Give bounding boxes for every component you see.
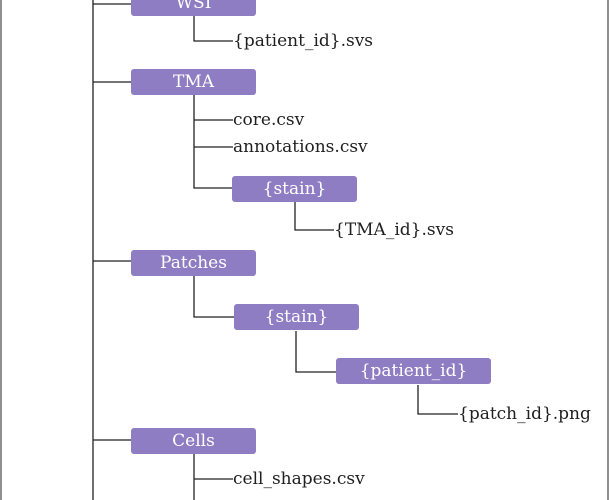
- leaf-wsi-file: {patient_id}.svs: [233, 31, 374, 51]
- node-wsi: WSI: [131, 0, 256, 16]
- node-patches: Patches: [131, 250, 256, 276]
- connector-tma-file: [294, 202, 334, 231]
- node-tma: TMA: [131, 69, 256, 95]
- leaf-core-csv: core.csv: [233, 110, 305, 130]
- leaf-patch-file: {patch_id}.png: [458, 404, 591, 424]
- leaf-tma-file: {TMA_id}.svs: [334, 220, 454, 240]
- node-tma-stain: {stain}: [232, 176, 357, 202]
- node-cells: Cells: [131, 428, 256, 454]
- connector-patch-file: [417, 385, 458, 415]
- connector-patches-patient: [295, 331, 336, 373]
- leaf-annotations-csv: annotations.csv: [233, 137, 368, 157]
- connector-tma-trunk: [193, 95, 232, 189]
- connector-patches-stain: [193, 275, 234, 318]
- node-patches-stain: {stain}: [234, 304, 359, 330]
- connector-wsi-file: [193, 16, 233, 42]
- leaf-cell-shapes: cell_shapes.csv: [233, 469, 365, 489]
- node-patches-patient: {patient_id}: [336, 358, 491, 384]
